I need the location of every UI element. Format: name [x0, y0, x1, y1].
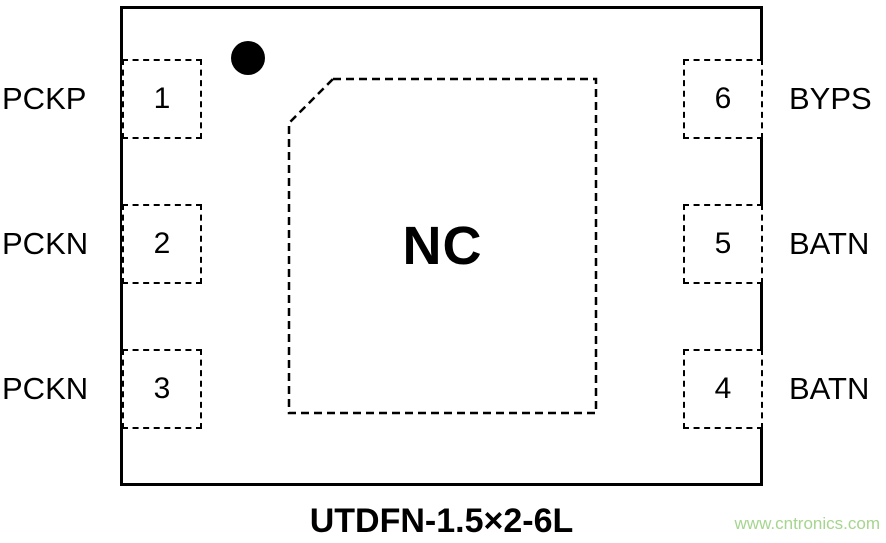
pin-pad-1: 1	[122, 59, 202, 139]
pin-number: 3	[153, 372, 171, 405]
pin-pad-4: 4	[683, 349, 763, 429]
pin-label-batn-4: BATN	[789, 371, 870, 406]
package-caption: UTDFN-1.5×2-6L	[309, 502, 574, 540]
pin-pad-5: 5	[683, 204, 763, 284]
pin-label-pckn-3: PCKN	[2, 371, 89, 406]
pin-pad-3: 3	[122, 349, 202, 429]
pin-number: 2	[153, 227, 171, 260]
pin-pad-2: 2	[122, 204, 202, 284]
pin-number: 1	[153, 82, 171, 115]
pin1-indicator-dot-icon	[231, 41, 265, 75]
pin-label-batn-5: BATN	[789, 226, 870, 261]
pin-label-pckn-2: PCKN	[2, 226, 89, 261]
package-outline	[120, 6, 763, 486]
pin-number: 4	[714, 372, 732, 405]
pin-number: 5	[714, 227, 732, 260]
pin-label-byps: BYPS	[789, 81, 872, 116]
pin-pad-6: 6	[683, 59, 763, 139]
thermal-pad-label: NC	[402, 216, 483, 276]
watermark-text: www.cntronics.com	[734, 514, 880, 533]
pin-number: 6	[714, 82, 732, 115]
pin-label-pckp: PCKP	[2, 81, 87, 116]
